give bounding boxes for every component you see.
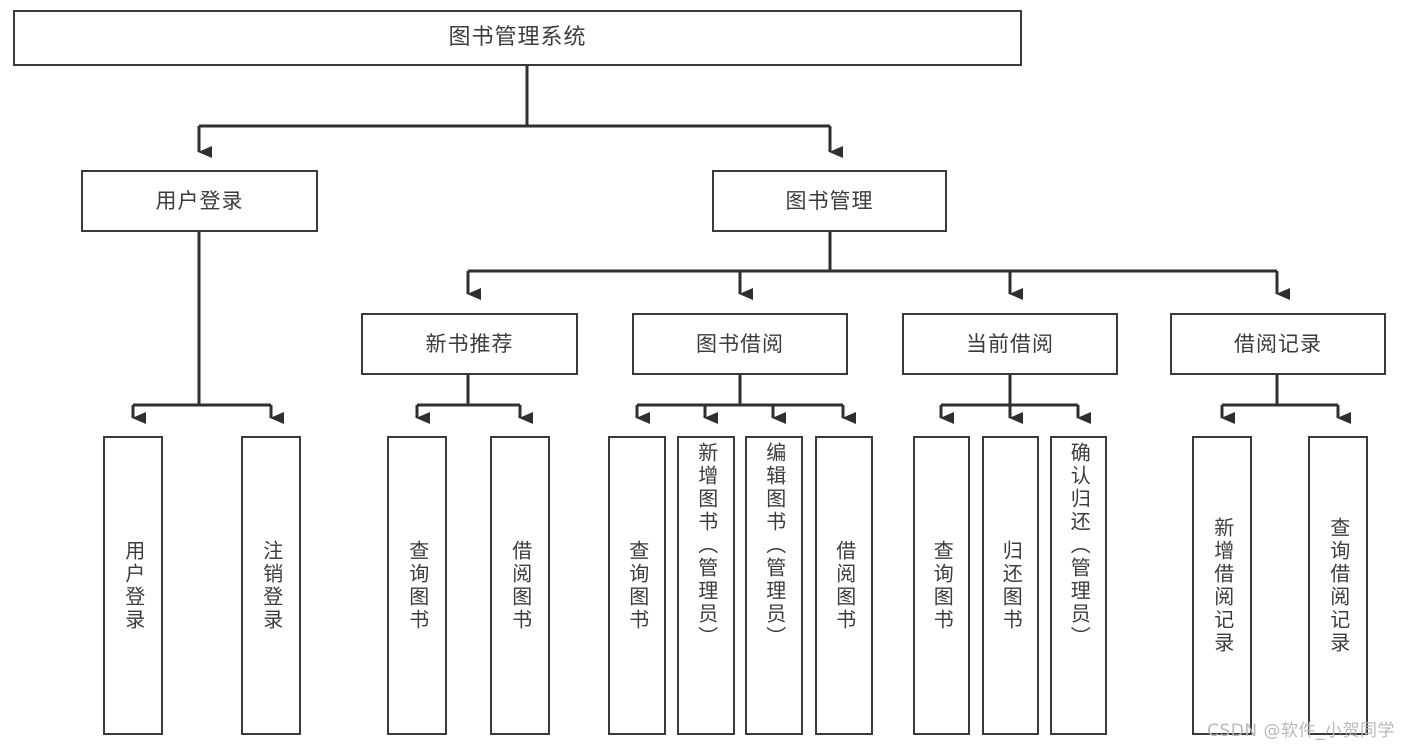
node-book-borrow-label: 图书借阅 — [696, 331, 784, 356]
leaf-query-book-1[interactable]: 查询图书 — [387, 436, 447, 735]
leaf-return-book[interactable]: 归还图书 — [982, 436, 1039, 735]
leaf-query-book-2[interactable]: 查询图书 — [608, 436, 666, 735]
node-current-borrow-label: 当前借阅 — [966, 331, 1054, 356]
node-root-label: 图书管理系统 — [448, 25, 587, 51]
leaf-borrow-book-1-label: 借阅图书 — [508, 539, 533, 632]
node-borrow-record[interactable]: 借阅记录 — [1170, 313, 1386, 375]
node-book-manage[interactable]: 图书管理 — [712, 170, 947, 232]
leaf-query-record[interactable]: 查询借阅记录 — [1308, 436, 1368, 735]
node-book-borrow[interactable]: 图书借阅 — [632, 313, 848, 375]
leaf-borrow-book-2[interactable]: 借阅图书 — [815, 436, 873, 735]
csdn-watermark: CSDN @软件_小贺同学 — [1207, 721, 1395, 741]
leaf-confirm-return-label: 确认归还（管理员） — [1067, 442, 1092, 649]
node-new-book-rec-label: 新书推荐 — [425, 331, 514, 356]
node-borrow-record-label: 借阅记录 — [1234, 331, 1322, 356]
leaf-return-book-label: 归还图书 — [999, 539, 1024, 632]
node-current-borrow[interactable]: 当前借阅 — [902, 313, 1118, 375]
leaf-query-book-2-label: 查询图书 — [625, 539, 650, 632]
node-new-book-rec[interactable]: 新书推荐 — [361, 313, 578, 375]
node-user-login[interactable]: 用户登录 — [81, 170, 318, 232]
node-root[interactable]: 图书管理系统 — [13, 10, 1022, 66]
node-book-manage-label: 图书管理 — [785, 188, 874, 213]
leaf-add-book-label: 新增图书（管理员） — [694, 442, 719, 649]
leaf-add-book[interactable]: 新增图书（管理员） — [677, 436, 735, 735]
leaf-user-login[interactable]: 用户登录 — [103, 436, 163, 735]
leaf-confirm-return[interactable]: 确认归还（管理员） — [1050, 436, 1107, 735]
leaf-query-book-1-label: 查询图书 — [405, 539, 430, 632]
leaf-edit-book-label: 编辑图书（管理员） — [762, 442, 787, 649]
leaf-borrow-book-2-label: 借阅图书 — [832, 539, 857, 632]
leaf-query-book-3-label: 查询图书 — [930, 539, 955, 632]
leaf-logout[interactable]: 注销登录 — [241, 436, 301, 735]
leaf-add-record[interactable]: 新增借阅记录 — [1192, 436, 1252, 735]
leaf-logout-label: 注销登录 — [259, 539, 284, 632]
leaf-user-login-label: 用户登录 — [121, 539, 146, 632]
node-user-login-label: 用户登录 — [155, 188, 244, 213]
leaf-query-record-label: 查询借阅记录 — [1326, 516, 1351, 655]
leaf-borrow-book-1[interactable]: 借阅图书 — [490, 436, 550, 735]
leaf-add-record-label: 新增借阅记录 — [1210, 516, 1235, 655]
leaf-query-book-3[interactable]: 查询图书 — [913, 436, 970, 735]
leaf-edit-book[interactable]: 编辑图书（管理员） — [745, 436, 803, 735]
